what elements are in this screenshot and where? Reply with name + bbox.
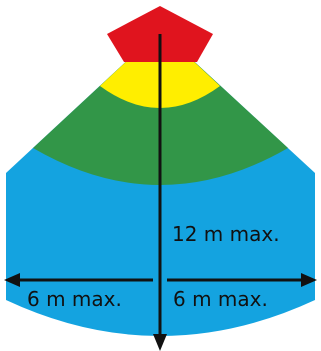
left-width-arrow [4, 273, 153, 287]
range-arrow [153, 34, 167, 351]
left-width-label: 6 m max. [27, 287, 122, 311]
right-width-label: 6 m max. [173, 287, 268, 311]
range-label: 12 m max. [172, 222, 280, 246]
right-width-arrow [167, 273, 317, 287]
